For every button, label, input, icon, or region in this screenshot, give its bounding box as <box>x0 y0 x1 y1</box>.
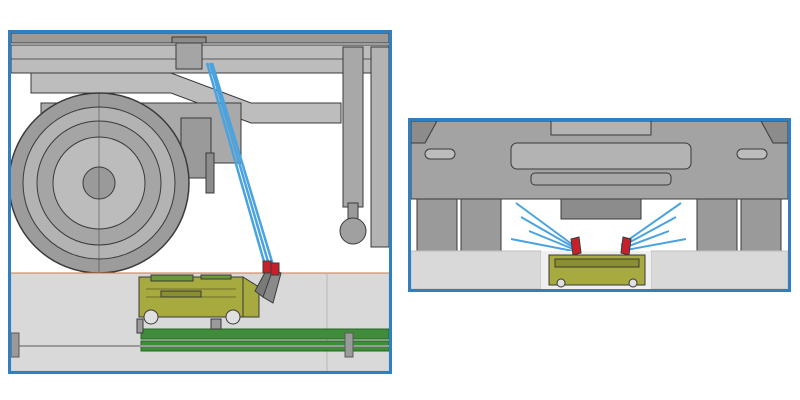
guide-rail <box>140 328 389 340</box>
vertical-post <box>342 46 364 208</box>
side-view-drawing <box>11 33 389 371</box>
end-view-drawing <box>411 121 788 289</box>
laser-beams <box>205 62 275 266</box>
laser-camera-icon <box>254 260 282 304</box>
laser-camera-icon <box>570 236 632 256</box>
end-view-panel <box>408 118 791 292</box>
mount-bracket <box>175 38 203 70</box>
laser-beams <box>510 202 687 252</box>
wheel-icon <box>11 92 242 274</box>
inspection-robot-icon <box>548 254 646 288</box>
frame-arm <box>30 72 342 124</box>
pit-floor <box>411 250 542 289</box>
inspection-robot-icon <box>136 274 260 334</box>
side-view-panel <box>8 30 392 374</box>
damper-ball <box>339 217 367 245</box>
